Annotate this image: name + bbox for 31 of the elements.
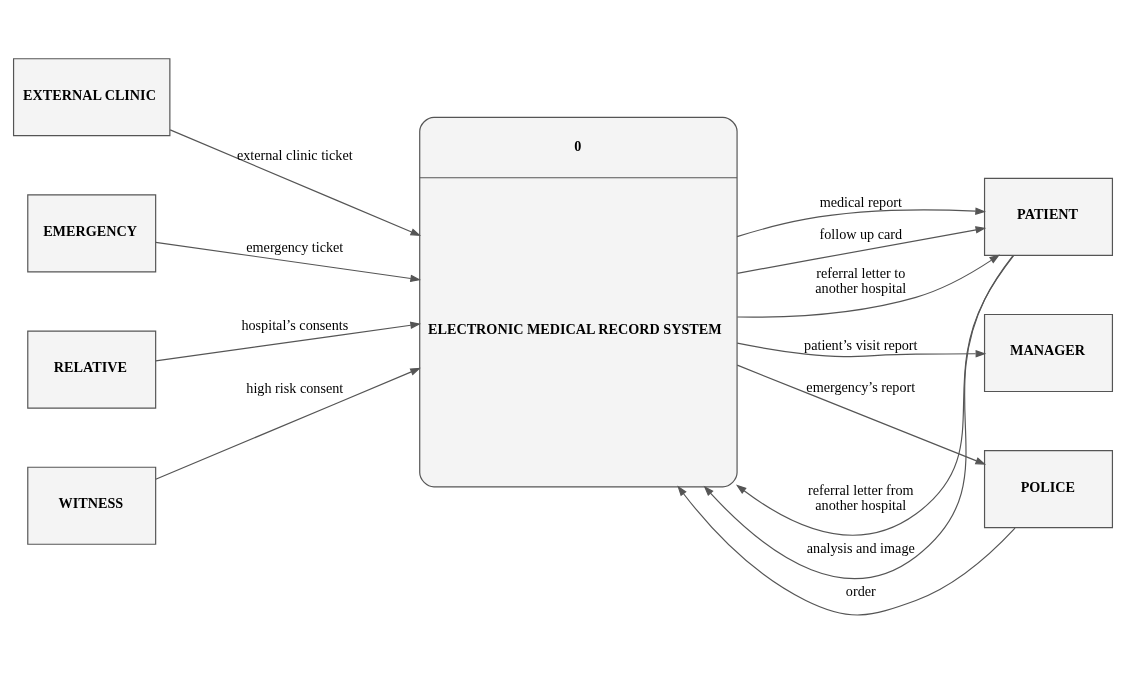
edge-label: medical report: [819, 193, 902, 210]
arrow: [735, 254, 1015, 535]
node-box: EXTERNAL CLINIC: [13, 57, 171, 136]
arrow: [736, 364, 987, 465]
arrow: [736, 342, 987, 357]
edge-label: hospital’s consents: [241, 316, 349, 333]
arrow: [169, 128, 422, 236]
edge-label: emergency ticket: [246, 238, 344, 255]
node-box: EMERGENCY: [27, 193, 157, 272]
edge-label: patient’s visit report: [804, 336, 918, 353]
arrow: [703, 254, 1014, 579]
edge-label: external clinic ticket: [236, 146, 353, 163]
node-box: POLICE: [983, 449, 1113, 528]
node-box: RELATIVE: [27, 330, 157, 409]
edge-label: high risk consent: [246, 379, 344, 396]
edge-label: follow up card: [819, 225, 903, 242]
arrow: [677, 484, 1016, 616]
node-box: PATIENT: [983, 177, 1113, 256]
edge-label: analysis and image: [806, 539, 915, 556]
arrow: [155, 241, 421, 282]
arrow: [736, 253, 1000, 318]
arrow: [736, 206, 986, 237]
node-box: MANAGER: [983, 313, 1113, 392]
edge-label: referral letter from another hospital: [808, 481, 914, 513]
edge-label: referral letter to another hospital: [815, 264, 907, 296]
edge-label: order: [845, 582, 876, 599]
arrow: [736, 225, 987, 274]
node-box: WITNESS: [27, 466, 157, 545]
edge-label: emergency’s report: [806, 378, 916, 395]
arrow: [155, 321, 422, 361]
arrow: [155, 367, 421, 480]
